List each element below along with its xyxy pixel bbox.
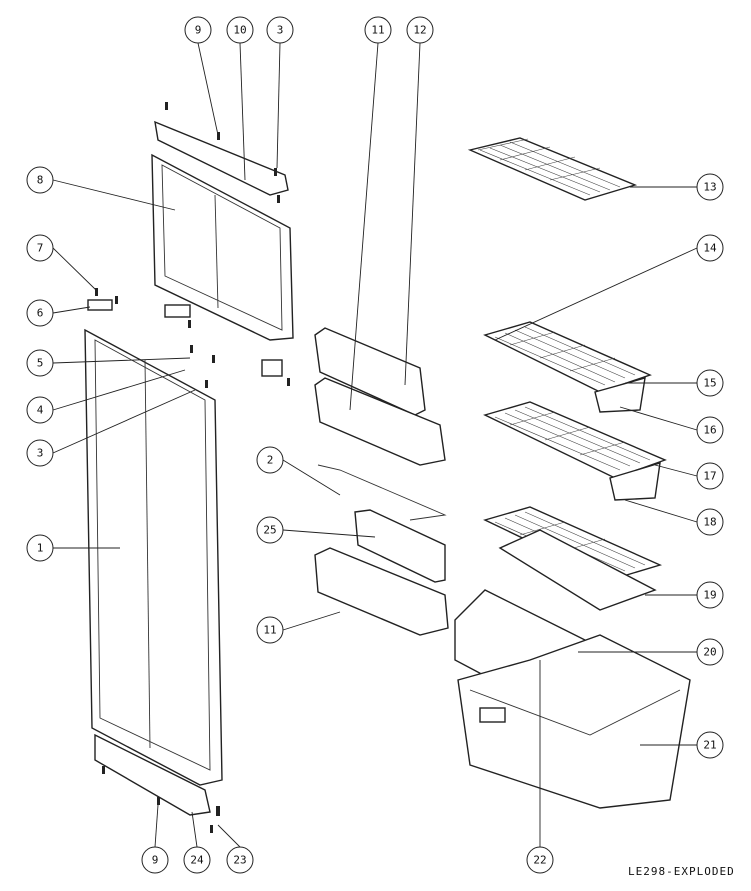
callout-5: 5 xyxy=(26,349,54,377)
part-fresh-door xyxy=(84,328,223,786)
callout-24: 24 xyxy=(183,846,211,874)
callout-8: 8 xyxy=(26,166,54,194)
callout-19: 19 xyxy=(696,581,724,609)
svg-text:4: 4 xyxy=(37,404,44,417)
svg-text:3: 3 xyxy=(37,447,44,460)
svg-text:21: 21 xyxy=(703,739,716,752)
callout-16: 16 xyxy=(696,416,724,444)
callout-18: 18 xyxy=(696,508,724,536)
svg-text:15: 15 xyxy=(703,377,716,390)
callout-7: 7 xyxy=(26,234,54,262)
svg-text:13: 13 xyxy=(703,181,716,194)
parts xyxy=(84,120,691,816)
svg-text:2: 2 xyxy=(267,454,274,467)
callouts: 9 10 3 11 12 8 7 6 5 4 3 1 13 14 15 16 1… xyxy=(26,16,724,874)
part-shelf-13 xyxy=(467,137,638,201)
callout-9-top: 9 xyxy=(184,16,212,44)
drawing-caption: LE298-EXPLODED xyxy=(628,865,735,878)
callout-3-top: 3 xyxy=(266,16,294,44)
svg-text:3: 3 xyxy=(277,24,284,37)
callout-21: 21 xyxy=(696,731,724,759)
part-wire xyxy=(317,464,447,521)
svg-text:24: 24 xyxy=(190,854,204,867)
part-door-bin-upper xyxy=(314,327,426,416)
callout-2: 2 xyxy=(256,446,284,474)
callout-11-top: 11 xyxy=(364,16,392,44)
part-freezer-door xyxy=(151,153,294,341)
callout-9-bottom: 9 xyxy=(141,846,169,874)
part-crisper-drawer xyxy=(457,634,691,809)
callout-4: 4 xyxy=(26,396,54,424)
part-shelf-19 xyxy=(483,506,663,611)
svg-text:20: 20 xyxy=(703,646,716,659)
svg-text:17: 17 xyxy=(703,470,716,483)
callout-13: 13 xyxy=(696,173,724,201)
callout-3-left: 3 xyxy=(26,439,54,467)
svg-text:16: 16 xyxy=(703,424,716,437)
callout-11-lower: 11 xyxy=(256,616,284,644)
part-shelf-15 xyxy=(483,321,652,413)
callout-17: 17 xyxy=(696,462,724,490)
svg-text:5: 5 xyxy=(37,357,44,370)
callout-15: 15 xyxy=(696,369,724,397)
svg-text:9: 9 xyxy=(152,854,159,867)
svg-text:19: 19 xyxy=(703,589,716,602)
svg-text:6: 6 xyxy=(37,307,44,320)
callout-14: 14 xyxy=(696,234,724,262)
part-bin-25 xyxy=(354,509,446,583)
svg-text:25: 25 xyxy=(263,524,276,537)
svg-text:9: 9 xyxy=(195,24,202,37)
svg-text:11: 11 xyxy=(263,624,276,637)
callout-10: 10 xyxy=(226,16,254,44)
part-hinge-6 xyxy=(87,299,113,311)
part-shelf-17 xyxy=(483,401,667,501)
part-top-trim xyxy=(154,120,289,196)
svg-text:22: 22 xyxy=(533,854,546,867)
callout-25: 25 xyxy=(256,516,284,544)
callout-6: 6 xyxy=(26,299,54,327)
callout-1: 1 xyxy=(26,534,54,562)
svg-text:8: 8 xyxy=(37,174,44,187)
svg-text:10: 10 xyxy=(233,24,246,37)
part-bottom-trim xyxy=(94,733,211,816)
callout-22: 22 xyxy=(526,846,554,874)
svg-text:12: 12 xyxy=(413,24,426,37)
callout-12: 12 xyxy=(406,16,434,44)
callout-23: 23 xyxy=(226,846,254,874)
screws xyxy=(95,102,290,833)
svg-text:23: 23 xyxy=(233,854,246,867)
leader-lines xyxy=(52,42,698,848)
callout-20: 20 xyxy=(696,638,724,666)
svg-text:18: 18 xyxy=(703,516,716,529)
svg-text:7: 7 xyxy=(37,242,44,255)
part-door-bin-middle xyxy=(314,377,446,466)
part-door-bin-lower xyxy=(314,547,449,636)
svg-text:11: 11 xyxy=(371,24,384,37)
svg-text:1: 1 xyxy=(37,542,44,555)
svg-text:14: 14 xyxy=(703,242,717,255)
